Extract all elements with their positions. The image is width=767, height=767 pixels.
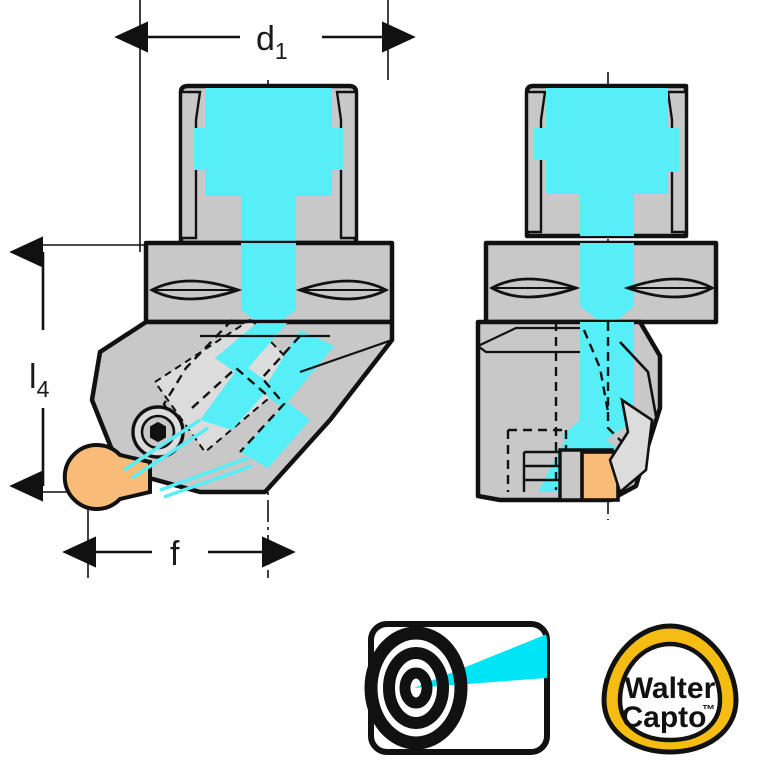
cutting-insert-left bbox=[62, 443, 152, 511]
capto-polygon-inner bbox=[617, 641, 723, 743]
coolant-channel-upper-left bbox=[200, 322, 288, 430]
walter-capto-trademark: ™ bbox=[702, 702, 715, 717]
dimension-l4: l4 bbox=[9, 236, 50, 502]
head-edge-right bbox=[619, 341, 658, 417]
dim-d1-label: d1 bbox=[256, 20, 288, 64]
head-tip-relief-right bbox=[608, 397, 654, 495]
walter-capto-line1: Walter bbox=[625, 672, 716, 705]
coolant-channel-lower-left bbox=[240, 330, 334, 468]
coolant-flange-left bbox=[241, 243, 296, 330]
walter-capto-logo: Walter Capto ™ bbox=[601, 623, 739, 755]
shank-left-taper-right bbox=[525, 90, 547, 234]
left-side-section-view bbox=[62, 83, 395, 511]
dimension-d1: d1 bbox=[114, 20, 416, 64]
clamping-screw-left bbox=[131, 405, 185, 459]
clamping-slots-right bbox=[489, 277, 715, 299]
coolant-flange-right bbox=[580, 243, 634, 328]
clamping-slots-left bbox=[149, 279, 389, 301]
right-front-section-view bbox=[475, 72, 719, 520]
torx-socket-icon bbox=[150, 421, 166, 443]
dim-l4-label: l4 bbox=[29, 358, 50, 402]
coolant-cavity-shank-left bbox=[194, 88, 343, 243]
dimension-f: f bbox=[62, 535, 296, 573]
walter-capto-line2: Capto bbox=[622, 701, 707, 734]
target-rings-icon bbox=[364, 626, 468, 750]
body-edge-lines-left bbox=[146, 320, 393, 374]
coolant-jets-left bbox=[123, 418, 253, 499]
precision-coolant-logo bbox=[364, 621, 550, 755]
coolant-cavity-shank-right bbox=[534, 88, 679, 236]
dim-f-label: f bbox=[170, 535, 180, 573]
